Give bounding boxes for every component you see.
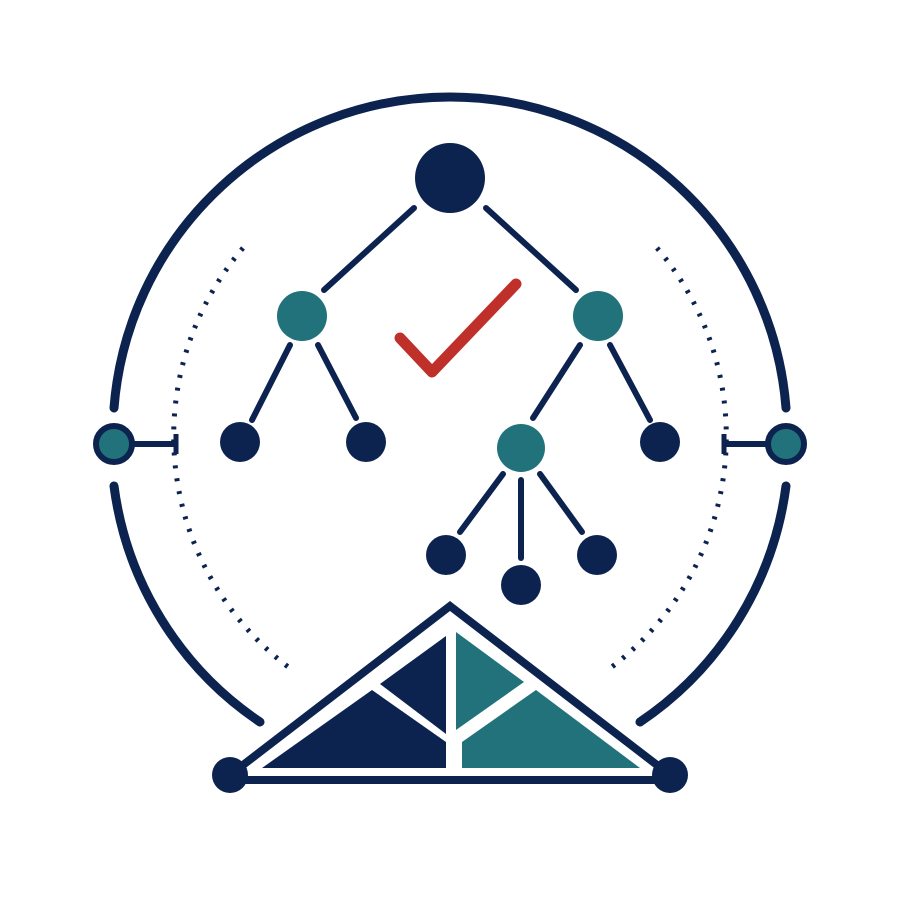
edge-left-leaf2: [315, 342, 359, 421]
check-mark-icon: [394, 278, 522, 378]
roof-teal-lower-right: [462, 690, 640, 768]
left-connector-node-icon: [93, 423, 135, 465]
leaf-node-icon: [346, 422, 386, 462]
tree-edges: [249, 205, 653, 561]
outer-ring-lower-left-arc: [109, 481, 265, 727]
edge-root-left: [321, 205, 417, 293]
right-branch-node-icon: [573, 291, 623, 341]
edge-right-leaf: [607, 342, 653, 423]
roof-outline: [227, 600, 673, 779]
edge-mid-leaf3: [537, 471, 585, 535]
roof-right-node-icon: [652, 757, 688, 793]
outer-ring-upper-arc: [109, 92, 791, 413]
roof-navy-upper: [380, 636, 446, 734]
outer-ring: [109, 92, 791, 727]
edge-left-leaf1: [249, 342, 293, 423]
leaf-node-icon: [426, 535, 466, 575]
left-branch-node-icon: [277, 291, 327, 341]
edge-mid-leaf1: [457, 471, 506, 535]
side-connectors: [93, 423, 807, 465]
leaf-node-icon: [220, 422, 260, 462]
leaf-node-icon: [501, 565, 541, 605]
roof-triangle: [212, 600, 688, 793]
roof-left-node-icon: [212, 757, 248, 793]
leaf-node-icon: [577, 535, 617, 575]
right-connector-node-icon: [765, 423, 807, 465]
roof-navy-left-lower: [262, 690, 446, 768]
root-node-icon: [415, 143, 485, 213]
leaf-node-icon: [640, 422, 680, 462]
edge-right-mid: [530, 342, 583, 421]
roof-teal-upper: [456, 632, 524, 730]
mid-branch-node-icon: [497, 424, 545, 472]
outer-ring-lower-right-arc: [635, 481, 791, 727]
tree-nodes: [220, 143, 680, 605]
edge-root-right: [483, 205, 579, 293]
